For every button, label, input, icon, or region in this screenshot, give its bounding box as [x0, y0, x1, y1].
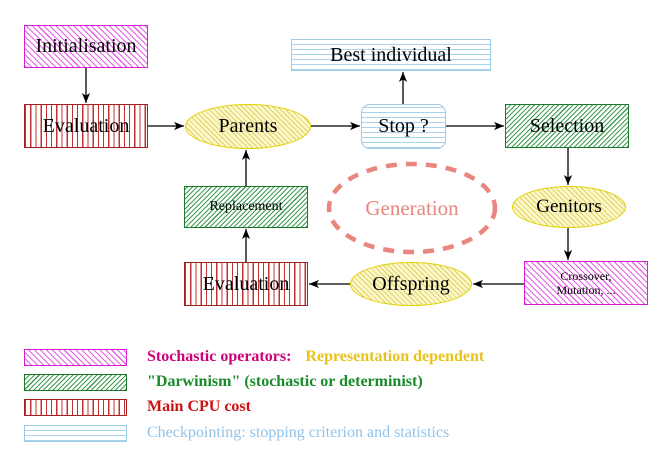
legend-label-main-cpu-cost: Main CPU cost	[147, 398, 251, 415]
node-crossover-label-line1: Crossover,	[560, 268, 612, 283]
node-best-individual[interactable]: Best individual	[291, 39, 491, 71]
legend-swatch-red-vertical-hatch	[24, 398, 127, 416]
node-replacement-label: Replacement	[209, 198, 283, 214]
legend-swatch-blue-horizontal-hatch	[24, 424, 127, 442]
legend-label-stochastic-operators: Stochastic operators:	[147, 348, 292, 365]
node-genitors-label: Genitors	[536, 196, 602, 218]
node-crossover-label-line2: Mutation, ...	[556, 283, 616, 297]
legend-swatch-magenta-diagonal-hatch	[24, 348, 127, 366]
node-replacement[interactable]: Replacement	[184, 186, 308, 228]
legend-row-darwinism: "Darwinism" (stochastic or determinist)	[24, 371, 423, 393]
node-evaluation-bottom-label: Evaluation	[202, 272, 290, 295]
node-offspring[interactable]: Offspring	[350, 262, 472, 306]
legend-row-checkpointing: Checkpointing: stopping criterion and st…	[24, 422, 449, 444]
node-stop-label: Stop ?	[378, 115, 429, 138]
generation-annotation: Generation	[328, 163, 496, 253]
node-initialisation-label: Initialisation	[35, 35, 137, 58]
generation-label: Generation	[365, 195, 459, 220]
node-evaluation-top[interactable]: Evaluation	[24, 104, 148, 148]
node-initialisation[interactable]: Initialisation	[24, 25, 148, 68]
node-evaluation-bottom[interactable]: Evaluation	[184, 262, 308, 306]
node-selection-label: Selection	[529, 114, 605, 137]
legend-label-checkpointing: Checkpointing: stopping criterion and st…	[147, 424, 450, 441]
legend-row-stochastic-operators: Stochastic operators: Representation dep…	[24, 346, 484, 368]
node-crossover-mutation[interactable]: Crossover, Mutation, ...	[524, 261, 648, 305]
legend: Stochastic operators: Representation dep…	[0, 336, 662, 456]
legend-label-darwinism: "Darwinism" (stochastic or determinist)	[147, 373, 423, 390]
node-stop-decision[interactable]: Stop ?	[361, 104, 446, 149]
node-evaluation-top-label: Evaluation	[42, 114, 130, 137]
node-selection[interactable]: Selection	[505, 104, 629, 148]
node-parents[interactable]: Parents	[185, 104, 311, 149]
legend-row-main-cpu-cost: Main CPU cost	[24, 396, 251, 418]
node-offspring-label: Offspring	[372, 272, 450, 295]
generation-ellipse	[326, 161, 498, 255]
node-best-individual-label: Best individual	[330, 43, 452, 66]
node-genitors[interactable]: Genitors	[512, 186, 626, 228]
legend-label-representation-dependent: Representation dependent	[305, 348, 485, 365]
node-parents-label: Parents	[218, 115, 278, 138]
legend-swatch-green-diagonal-hatch	[24, 373, 127, 391]
